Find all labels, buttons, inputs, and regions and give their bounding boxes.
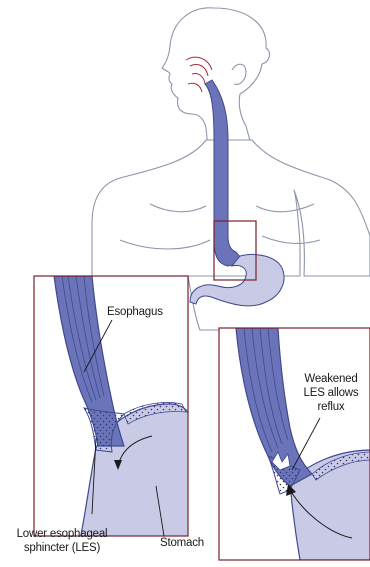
label-les-line1: Lower esophageal — [0, 527, 124, 541]
label-les-line2: sphincter (LES) — [0, 541, 124, 555]
label-weakened-line3: reflux — [294, 400, 368, 414]
label-esophagus: Esophagus — [107, 305, 163, 319]
label-stomach: Stomach — [160, 536, 204, 550]
weakened-les-inset — [219, 328, 370, 560]
label-weakened-line1: Weakened — [294, 372, 368, 386]
label-weakened-line2: LES allows — [294, 386, 368, 400]
label-les: Lower esophageal sphincter (LES) — [0, 527, 124, 555]
label-weakened-les: Weakened LES allows reflux — [294, 372, 368, 414]
